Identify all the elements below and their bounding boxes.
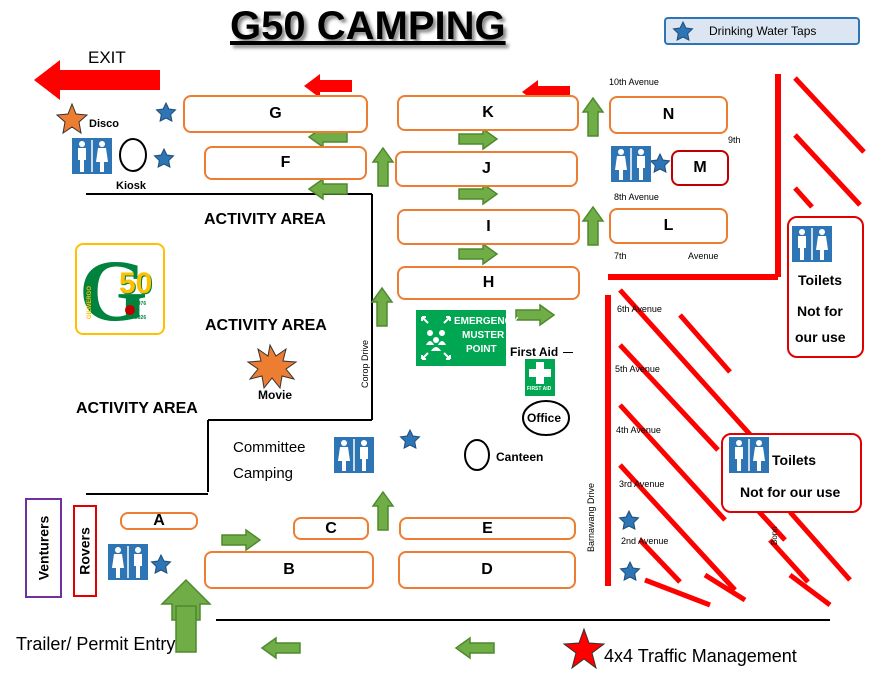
toilet-lower-line-2: Not for our use <box>740 484 841 500</box>
road-4th-avenue: 4th Avenue <box>616 425 661 435</box>
logo-number: 50 <box>119 267 153 300</box>
toilet-upper-line-1: Toilets <box>798 272 843 288</box>
road-corop-drive: Corop Drive <box>360 339 370 388</box>
muster-point-sign: EMERGENCY MUSTER POINT <box>416 310 518 366</box>
site-l[interactable]: L <box>609 208 728 244</box>
toilet-icon <box>792 226 832 262</box>
canteen-label: Canteen <box>496 450 544 464</box>
road-8th-avenue: 8th Avenue <box>614 192 659 202</box>
disco-star <box>55 102 89 135</box>
muster-line-1: EMERGENCY <box>454 316 519 327</box>
rovers-area[interactable]: Rovers <box>73 505 97 597</box>
g50-logo: G 50 GILWERGO 1976 2026 <box>75 243 165 335</box>
trailer-entry-label: Trailer/ Permit Entry <box>16 634 176 654</box>
toilet-icon <box>72 138 112 174</box>
site-g[interactable]: G <box>183 95 368 133</box>
green-arrows <box>160 97 604 659</box>
legend-box: Drinking Water Taps <box>664 17 860 45</box>
red-boundary-roads <box>605 74 781 586</box>
first-aid-cross-icon <box>529 362 551 384</box>
toilet-upper-line-3: our use <box>795 329 846 345</box>
road-3rd-avenue: 3rd Avenue <box>619 479 665 489</box>
logo-year-2: 2026 <box>135 315 147 321</box>
kiosk-circle <box>119 138 147 172</box>
toilet-icon <box>729 437 769 473</box>
road-5th-avenue: 5th Avenue <box>615 364 660 374</box>
traffic-management-label: 4x4 Traffic Management <box>604 646 797 666</box>
office-circle <box>522 400 570 436</box>
site-d[interactable]: D <box>398 551 576 589</box>
site-n[interactable]: N <box>609 96 728 134</box>
first-aid-dash <box>563 352 573 353</box>
logo-emblem-icon <box>125 305 135 315</box>
site-f[interactable]: F <box>204 146 367 180</box>
site-b[interactable]: B <box>204 551 374 589</box>
road-bonn: Bonn <box>770 526 779 545</box>
toilet-icon <box>108 544 148 580</box>
site-m[interactable]: M <box>671 150 729 186</box>
toilet-icon <box>334 437 374 473</box>
road-7th: 7th <box>614 251 627 261</box>
committee-label-1: Committee <box>233 439 306 456</box>
hatched-area <box>618 76 866 608</box>
red-arrow-g <box>304 74 352 98</box>
road-6th-avenue: 6th Avenue <box>617 304 662 314</box>
first-aid-sign: FIRST AID <box>524 358 556 397</box>
site-h[interactable]: H <box>397 266 580 300</box>
committee-label-2: Camping <box>233 465 294 482</box>
site-e[interactable]: E <box>399 517 576 540</box>
muster-people-icon <box>421 316 451 360</box>
muster-line-3: POINT <box>466 344 497 355</box>
exit-label: EXIT <box>88 48 126 67</box>
site-j[interactable]: J <box>395 151 578 187</box>
activity-area-2: ACTIVITY AREA <box>205 317 327 334</box>
road-2nd-avenue: 2nd Avenue <box>621 536 669 546</box>
road-10th-avenue: 10th Avenue <box>609 77 659 87</box>
page-title: G50 CAMPING <box>230 4 506 48</box>
toilet-lower-line-1: Toilets <box>772 452 817 468</box>
disco-label: Disco <box>89 118 119 130</box>
canteen-circle <box>464 439 490 471</box>
venturers-label: Venturers <box>35 515 52 581</box>
first-aid-label: First Aid <box>510 345 559 359</box>
traffic-star <box>562 627 606 670</box>
exit-arrow <box>34 60 160 100</box>
kiosk-label: Kiosk <box>116 180 146 192</box>
site-k[interactable]: K <box>397 95 579 131</box>
first-aid-sign-text: FIRST AID <box>527 386 552 392</box>
site-i[interactable]: I <box>397 209 580 245</box>
activity-area-3: ACTIVITY AREA <box>76 400 198 417</box>
logo-letter: G <box>79 243 148 335</box>
rovers-label: Rovers <box>77 527 93 575</box>
movie-label: Movie <box>258 388 293 402</box>
road-9th: 9th <box>728 135 741 145</box>
logo-year-1: 1976 <box>135 301 147 307</box>
site-c[interactable]: C <box>293 517 369 540</box>
venturers-area[interactable]: Venturers <box>25 498 62 598</box>
muster-line-2: MUSTER <box>462 330 505 341</box>
logo-text: GILWERGO <box>87 286 93 319</box>
toilet-icon <box>611 146 651 182</box>
legend-label: Drinking Water Taps <box>709 24 817 38</box>
site-a[interactable]: A <box>120 512 198 530</box>
road-barnawang-drive: Barnawang Drive <box>586 482 596 552</box>
activity-area-1: ACTIVITY AREA <box>204 211 326 228</box>
movie-burst <box>246 343 298 390</box>
road-7th-avenue: Avenue <box>688 251 719 261</box>
toilet-upper-line-2: Not for <box>797 303 843 319</box>
office-label: Office <box>527 411 562 425</box>
